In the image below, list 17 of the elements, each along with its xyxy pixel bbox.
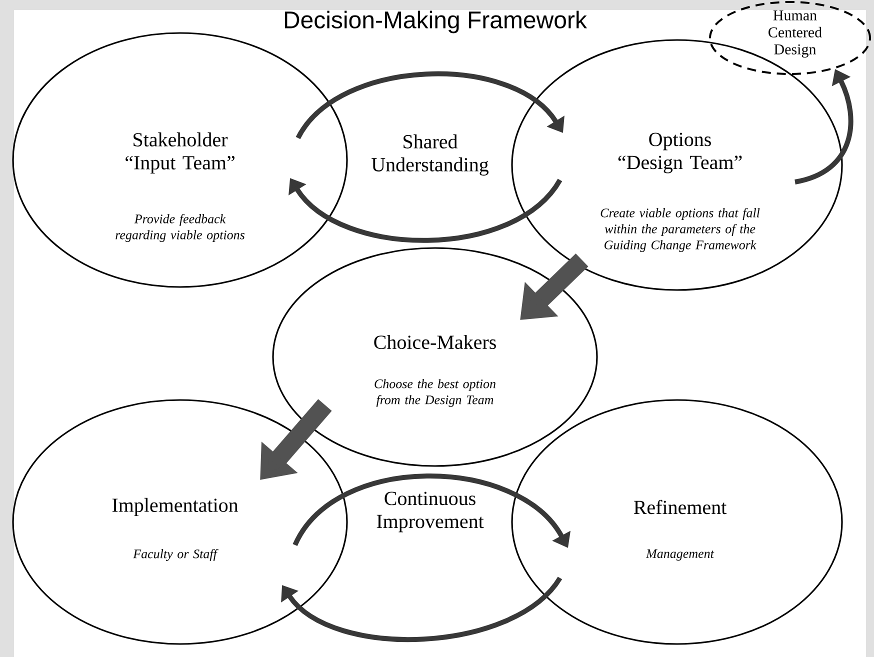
description-text: Create viable options that fall within the parameters of the Guiding Change Framework [600, 208, 760, 252]
title: Decision-Making Framework [284, 10, 587, 34]
heading-text: Refinement [634, 500, 727, 514]
description-text: Provide feedback regarding viable options [116, 214, 244, 242]
curved-arrow [281, 576, 562, 642]
heading-text: Continuous Improvement [376, 492, 484, 532]
heading-text: Implementation [112, 498, 238, 516]
heading-text: Shared Understanding [372, 134, 488, 176]
description-text: Management [646, 549, 714, 561]
heading-text: Stakeholder “Input Team” [126, 132, 234, 174]
description-text: Choose the best option from the Design Team [374, 379, 496, 407]
heading-text: Choice-Makers [374, 334, 496, 350]
curved-arrow [296, 72, 564, 140]
heading-text: Options “Design Team” [618, 132, 742, 174]
curved-arrow [288, 178, 562, 243]
description-text: Faculty or Staff [133, 549, 218, 561]
heading-text: Human Centered Design [768, 10, 822, 58]
